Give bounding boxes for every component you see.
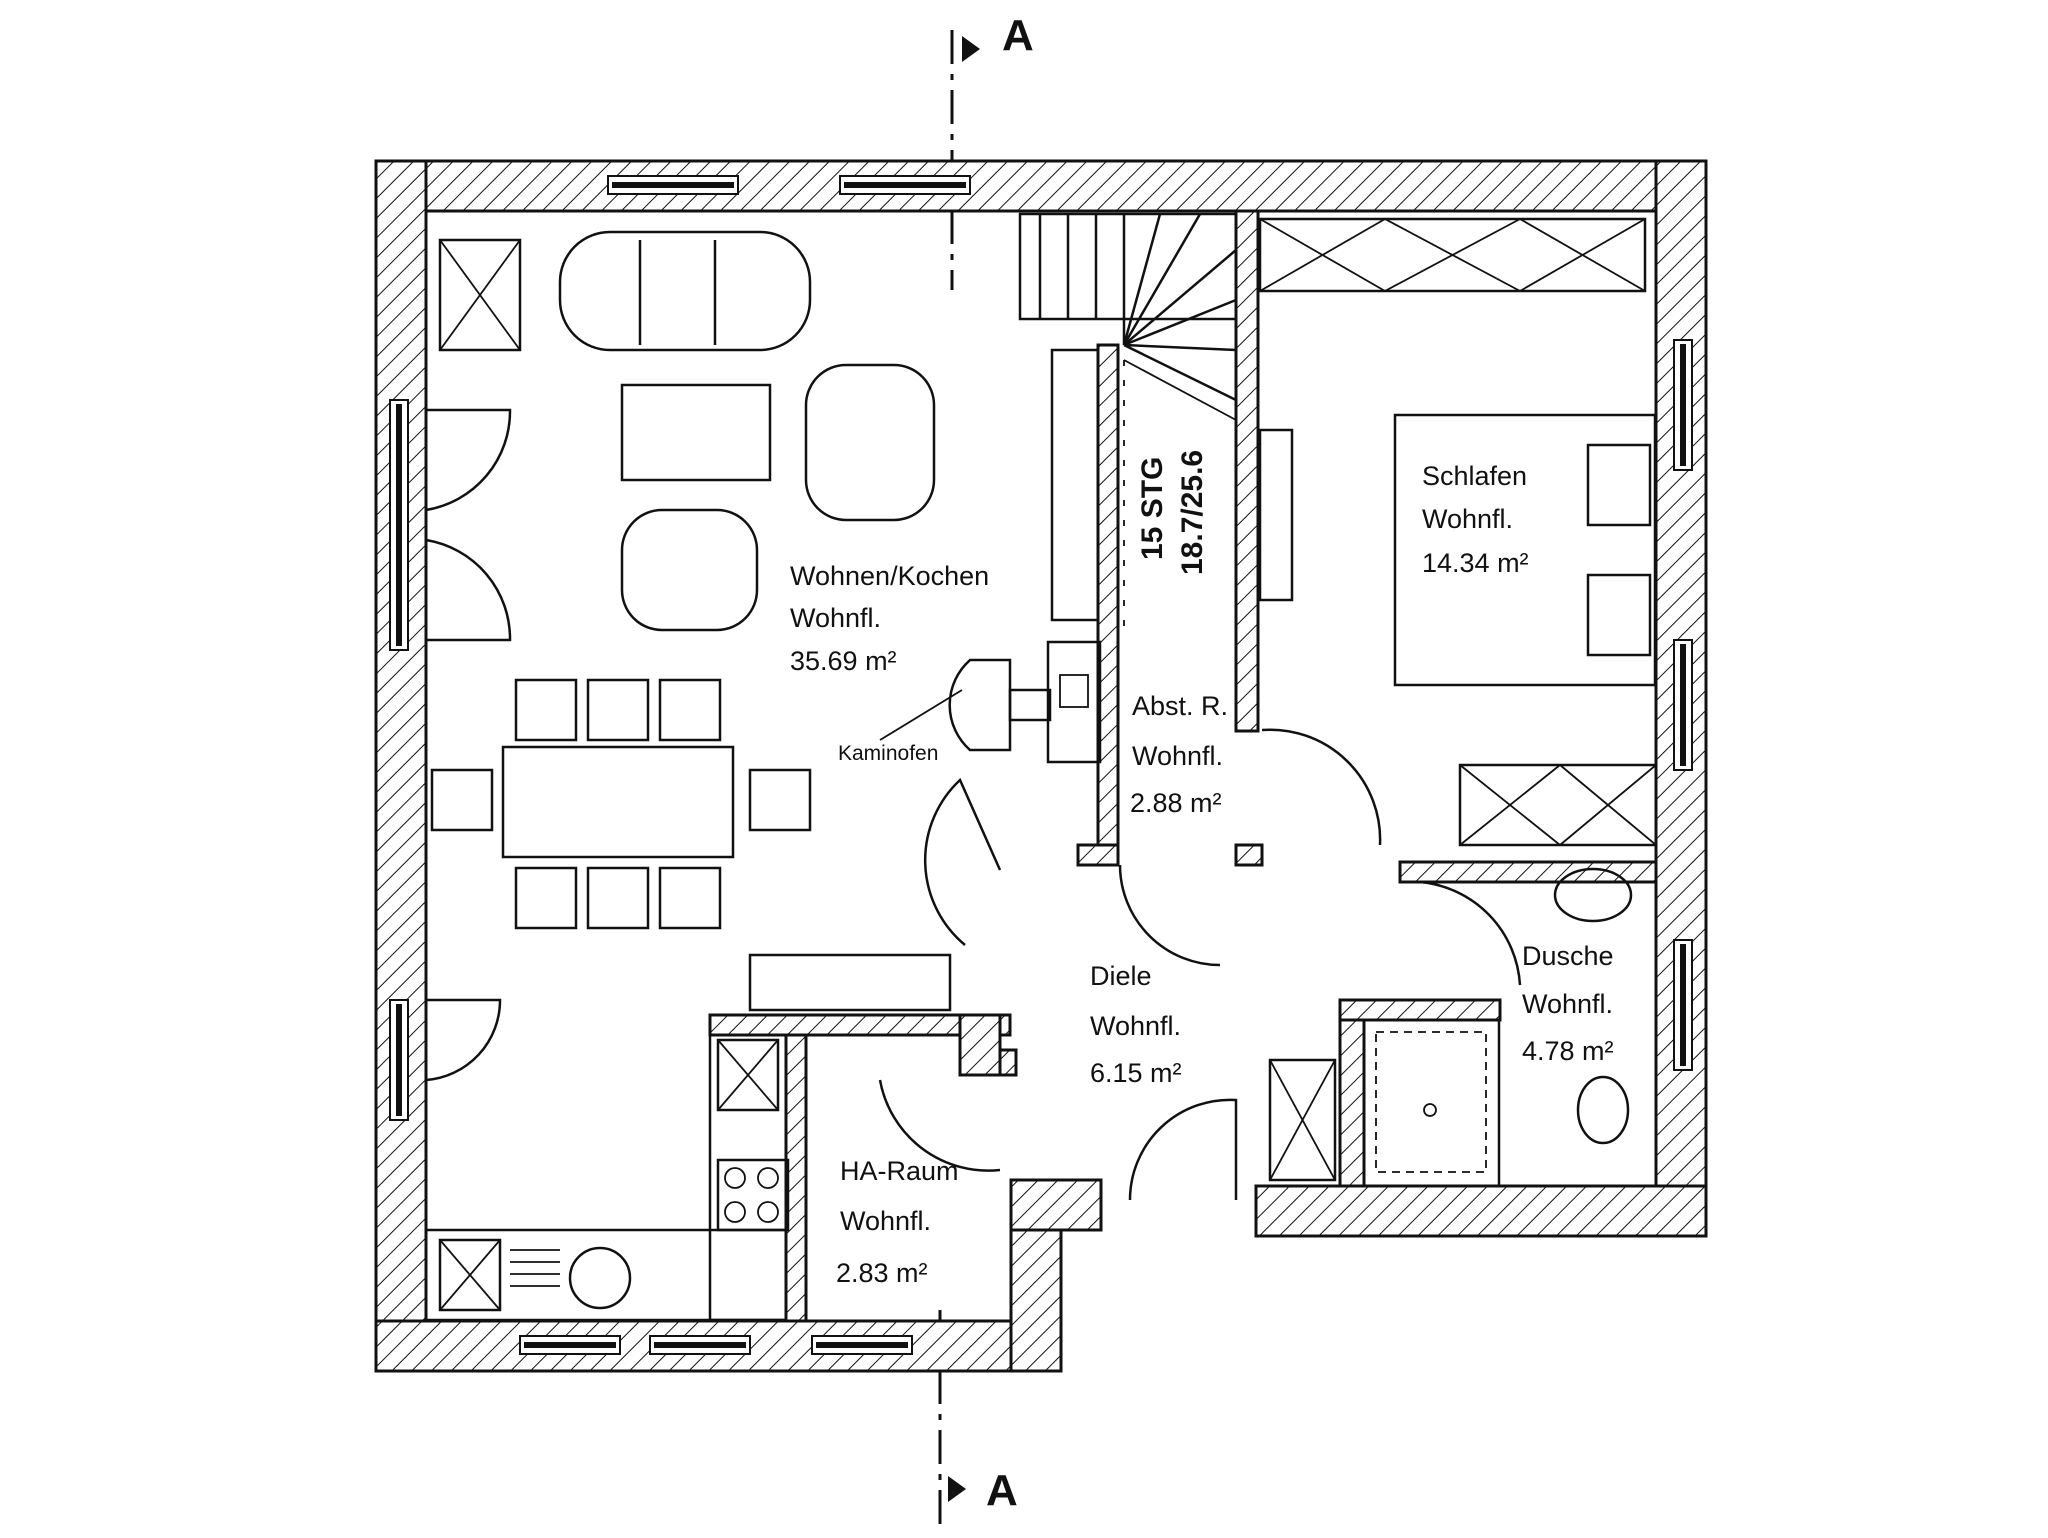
living-furniture: [430, 230, 1100, 1012]
room-area-label: Wohnfl.: [1522, 989, 1613, 1019]
section-marker-icon: [948, 1476, 966, 1502]
room-area-label: Wohnfl.: [1422, 504, 1513, 534]
section-marker-icon: [962, 36, 980, 62]
room-name: Diele: [1090, 961, 1152, 991]
room-label-ha: HA-Raum Wohnfl. 2.83 m²: [836, 1156, 959, 1288]
door-swing-icon: [425, 408, 512, 512]
door-swing-icon: [1118, 864, 1221, 967]
windows: [389, 175, 1693, 1355]
room-area-label: Wohnfl.: [790, 603, 881, 633]
room-label-diele: Diele Wohnfl. 6.15 m²: [1090, 961, 1182, 1088]
door-swing-icon: [425, 538, 512, 642]
kitchen: [424, 1033, 790, 1322]
door-swing-icon: [425, 998, 502, 1082]
room-label-wohnen: Wohnen/Kochen Wohnfl. 35.69 m²: [790, 561, 989, 676]
bathroom-fixtures: [1268, 867, 1633, 1188]
section-line: [938, 30, 954, 1525]
room-area: 35.69 m²: [790, 646, 897, 676]
stair: 15 STG 18.7/25.6: [1018, 212, 1238, 630]
room-area-label: Wohnfl.: [840, 1206, 931, 1236]
doors: [425, 408, 1522, 1201]
room-label-abst: Abst. R. Wohnfl. 2.88 m²: [1130, 691, 1228, 818]
stove: Kaminofen: [838, 640, 1102, 765]
sink-icon: [1553, 867, 1633, 923]
room-area-label: Wohnfl.: [1090, 1011, 1181, 1041]
stove-label: Kaminofen: [838, 742, 938, 765]
stair-steps-label: 15 STG: [1136, 457, 1169, 560]
stove-icon: [948, 658, 1012, 752]
room-name: Abst. R.: [1132, 691, 1228, 721]
door-swing-icon: [1128, 1098, 1238, 1201]
door-swing-icon: [1419, 880, 1522, 986]
section-marker-bottom: A: [948, 1466, 1018, 1515]
stair-rise-run-label: 18.7/25.6: [1176, 450, 1209, 575]
room-area: 2.83 m²: [836, 1258, 928, 1288]
sink-icon: [568, 1246, 632, 1310]
toilet-icon: [1576, 1075, 1630, 1145]
door-swing-icon: [923, 777, 1002, 946]
section-marker-top: A: [962, 11, 1034, 62]
room-name: HA-Raum: [840, 1156, 959, 1186]
room-area: 6.15 m²: [1090, 1058, 1182, 1088]
interior-walls: [708, 209, 1658, 1323]
room-label-dusche: Dusche Wohnfl. 4.78 m²: [1522, 941, 1614, 1066]
room-label-schlafen: Schlafen Wohnfl. 14.34 m²: [1422, 461, 1529, 578]
room-area: 14.34 m²: [1422, 548, 1529, 578]
room-area: 4.78 m²: [1522, 1036, 1614, 1066]
section-label-top: A: [1002, 11, 1034, 60]
room-area-label: Wohnfl.: [1132, 741, 1223, 771]
room-name: Dusche: [1522, 941, 1614, 971]
cooktop-icon: [724, 1167, 746, 1189]
section-label-bottom: A: [986, 1466, 1018, 1515]
door-swing-icon: [1261, 728, 1382, 846]
shower-tray-icon: [1375, 1031, 1487, 1173]
room-name: Schlafen: [1422, 461, 1527, 491]
door-swing-icon: [878, 1079, 1001, 1172]
room-name: Wohnen/Kochen: [790, 561, 989, 591]
bedroom-furniture: [1258, 217, 1658, 847]
room-area: 2.88 m²: [1130, 788, 1222, 818]
